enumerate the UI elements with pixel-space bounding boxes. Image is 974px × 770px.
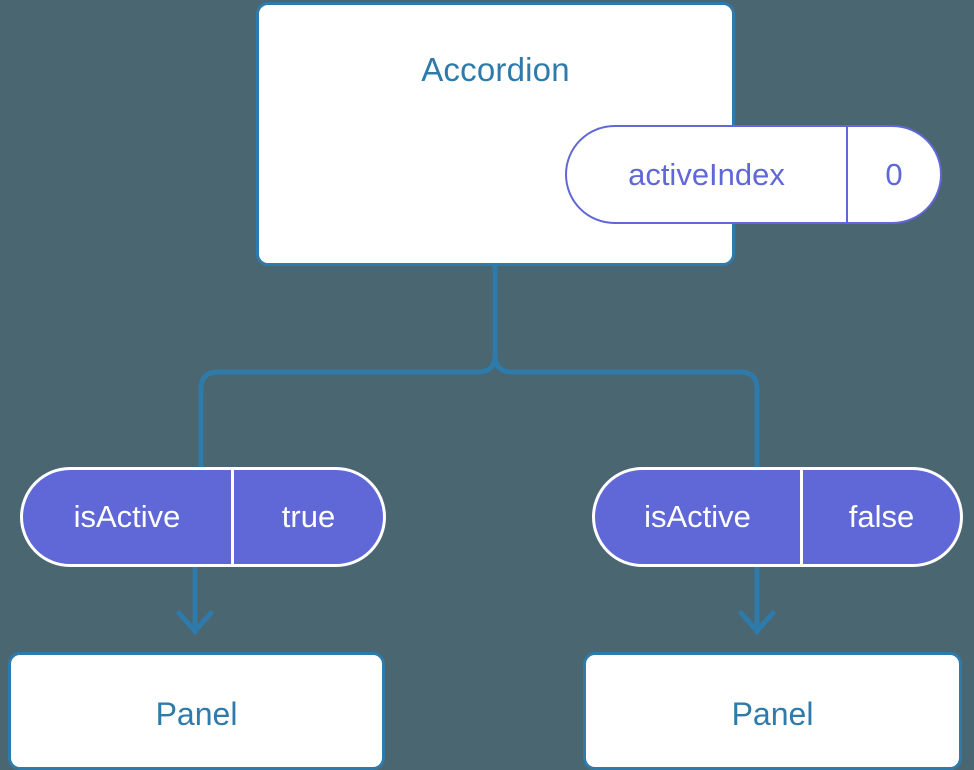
state-pill-active-index: activeIndex 0	[565, 125, 942, 224]
branch-line-left	[198, 352, 498, 471]
prop-key-label: isActive	[595, 470, 803, 564]
branch-line-right	[492, 352, 760, 471]
panel-component-node-left: Panel	[8, 652, 385, 770]
prop-key-label: isActive	[23, 470, 234, 564]
arrow-head-left	[176, 610, 214, 634]
state-value-label: 0	[885, 156, 903, 192]
prop-pill-is-active-true: isActive true	[20, 467, 386, 567]
prop-value-label: true	[281, 499, 336, 534]
state-key-label: activeIndex	[567, 127, 848, 222]
panel-title: Panel	[731, 696, 814, 732]
prop-pill-is-active-false: isActive false	[592, 467, 963, 567]
arrow-head-right	[738, 610, 776, 634]
panel-title: Panel	[155, 696, 238, 732]
prop-value-label: false	[848, 499, 915, 534]
accordion-component-node: Accordion activeIndex 0	[256, 2, 942, 266]
panel-component-node-right: Panel	[583, 652, 962, 770]
accordion-title: Accordion	[421, 51, 570, 88]
